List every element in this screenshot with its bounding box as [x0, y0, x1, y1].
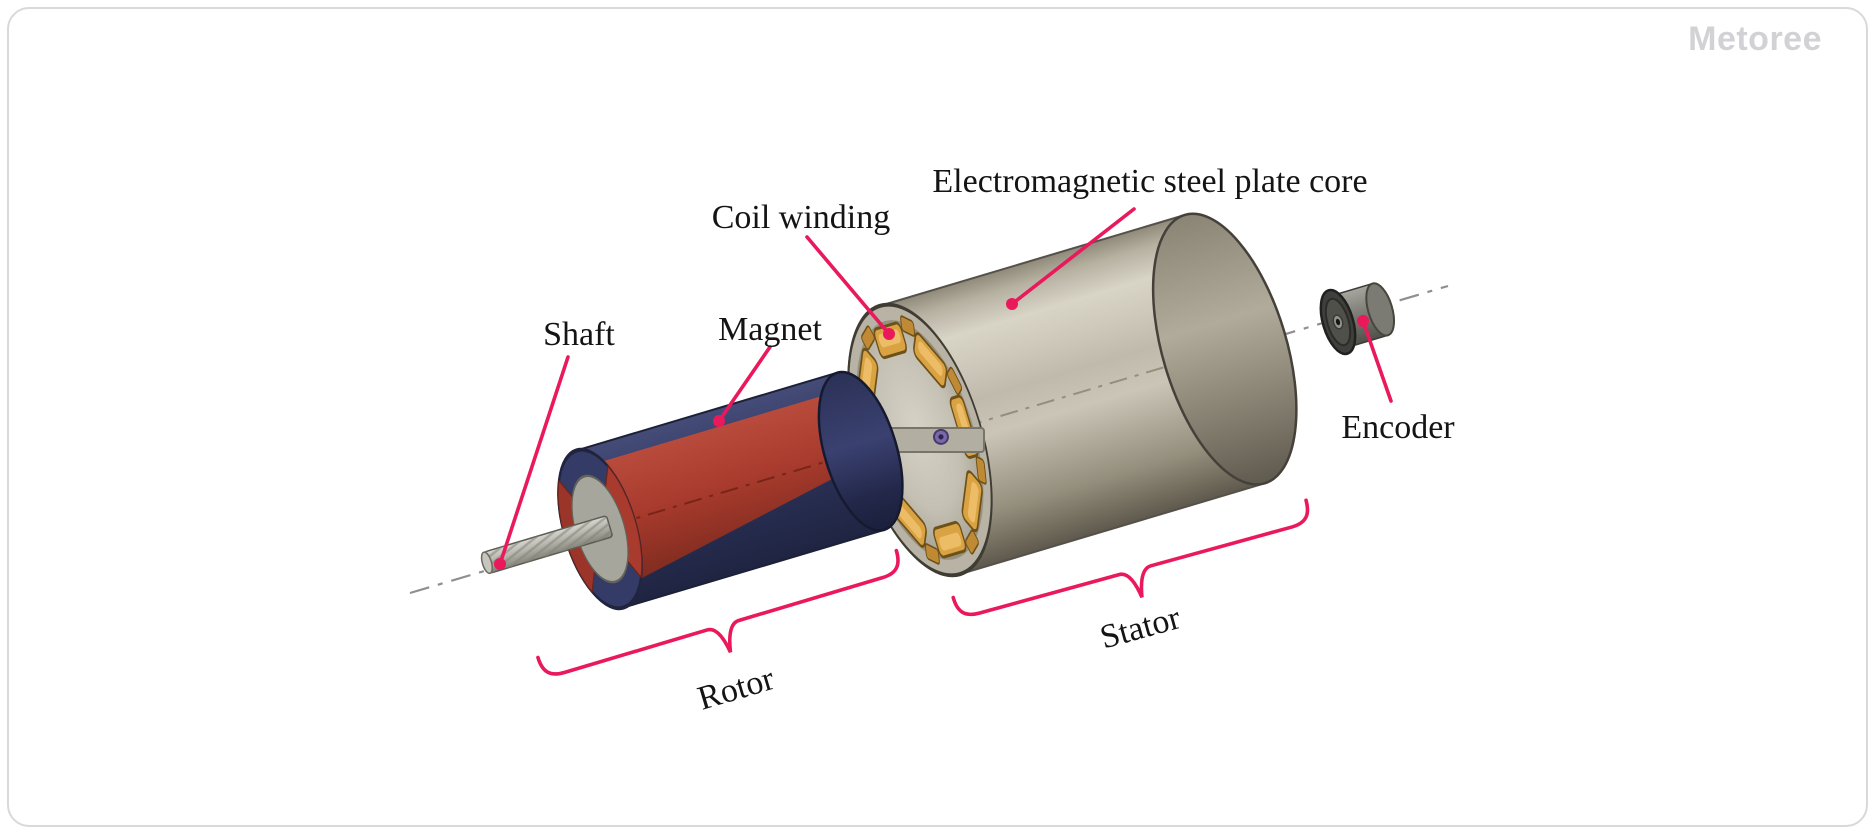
label-coil-winding: Coil winding — [712, 199, 891, 236]
rotor-end-cap — [817, 370, 904, 532]
rotor-graphic — [480, 370, 904, 611]
magnet-body-red — [581, 390, 863, 591]
encoder-graphic — [1319, 282, 1396, 356]
stator-center-pin-hole — [938, 434, 944, 440]
stator-end-cap — [1151, 212, 1298, 486]
metoree-logo: Metoree — [1688, 20, 1822, 58]
leader-coil-winding — [805, 235, 895, 340]
label-rotor: Rotor — [694, 660, 779, 718]
rotor-hidden-axis — [611, 452, 854, 527]
leader-shaft — [494, 355, 570, 570]
label-magnet: Magnet — [718, 311, 822, 348]
stator-brace — [951, 498, 1310, 617]
encoder-end-cap — [1365, 282, 1396, 337]
shaft-graphic — [480, 515, 613, 575]
leader-magnet — [713, 345, 772, 427]
shaft-tip — [480, 551, 494, 575]
label-shaft: Shaft — [543, 316, 615, 353]
label-steel-core: Electromagnetic steel plate core — [932, 163, 1367, 200]
label-encoder: Encoder — [1341, 409, 1455, 446]
label-stator: Stator — [1096, 599, 1185, 656]
leader-steel-core — [1006, 207, 1136, 310]
encoder-hole — [1335, 318, 1341, 326]
rotor-brace — [536, 548, 900, 676]
leader-encoder — [1357, 315, 1393, 403]
